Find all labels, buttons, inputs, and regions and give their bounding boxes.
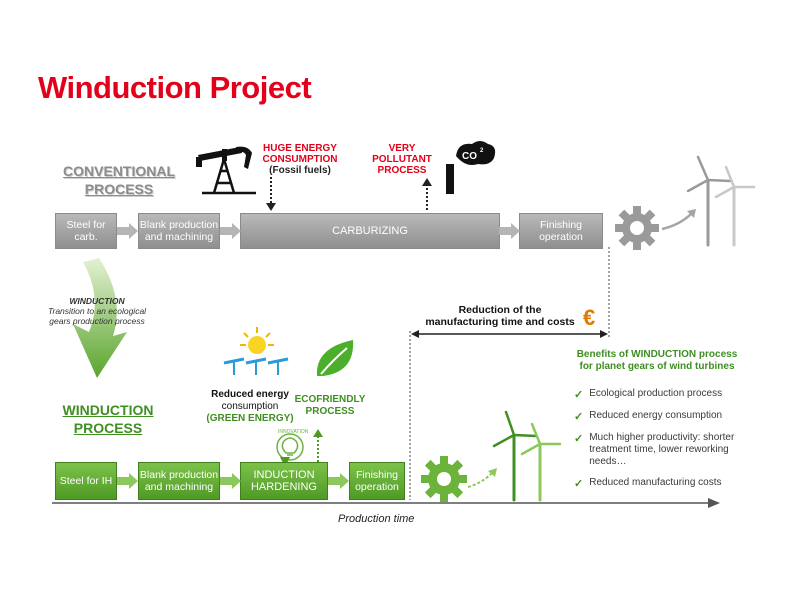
conv-step-finishing: Finishing operation: [519, 213, 603, 249]
wind-step-steel: Steel for IH: [55, 462, 117, 500]
axis-label: Production time: [338, 513, 415, 525]
green-wind-turbines-icon: [492, 410, 562, 502]
innovation-label: INNOVATION: [278, 429, 309, 435]
eco-line1: ECOFRIENDLY: [294, 394, 366, 405]
innovation-bulb-icon: INNOVATION: [276, 429, 309, 461]
conventional-process-label: CONVENTIONAL PROCESS: [58, 162, 180, 198]
check-icon: ✓: [574, 433, 584, 445]
conv-step-carburizing: CARBURIZING: [240, 213, 500, 249]
conventional-label-line1: CONVENTIONAL: [63, 163, 175, 179]
winduction-label-line2: PROCESS: [73, 420, 143, 436]
leaf-icon: [316, 340, 354, 376]
ecofriendly-note: ECOFRIENDLY PROCESS: [290, 394, 370, 418]
energy-arrow: [266, 177, 276, 211]
pollutant-line1: VERY: [388, 143, 416, 154]
benefit-text: Ecological production process: [589, 388, 723, 399]
winduction-label-line1: WINDUCTION: [62, 402, 154, 418]
solar-panel-icon: [223, 327, 289, 375]
pollutant-note: VERY POLLUTANT PROCESS: [366, 143, 438, 176]
co2-label: CO: [462, 151, 477, 162]
transition-arrow-icon: [73, 258, 127, 378]
check-icon: ✓: [574, 411, 584, 423]
benefit-item: ✓ Reduced energy consumption: [574, 410, 744, 423]
energy-note-line2: CONSUMPTION: [262, 154, 338, 165]
pollution-arrow: [422, 178, 432, 210]
conv-arrow-1: [117, 223, 138, 239]
benefits-list: ✓ Ecological production process ✓ Reduce…: [574, 388, 744, 490]
pollutant-line3: PROCESS: [377, 165, 427, 176]
gray-gear-icon: [615, 206, 659, 250]
reduction-guides: [409, 247, 610, 500]
gray-wind-turbines-icon: [686, 155, 756, 247]
reduced-energy-line1: Reduced energy: [211, 389, 289, 400]
green-gear-icon: [421, 456, 467, 502]
conv-arrow-3: [499, 223, 520, 239]
eco-line2: PROCESS: [305, 406, 355, 417]
conv-step-blank: Blank production and machining: [138, 213, 220, 249]
transition-line1: Transition to an ecological: [47, 306, 147, 316]
gray-curved-arrow: [661, 209, 696, 231]
reduction-line1: Reduction of the: [458, 304, 542, 316]
check-icon: ✓: [574, 478, 584, 490]
benefits-title: Benefits of WINDUCTION process for plane…: [562, 349, 752, 373]
conventional-label-line2: PROCESS: [84, 181, 154, 197]
benefits-title-line1: Benefits of WINDUCTION process: [576, 349, 738, 360]
transition-title: WINDUCTION: [69, 296, 125, 306]
green-curved-arrow: [467, 468, 497, 488]
page-title: Winduction Project: [38, 70, 312, 105]
conv-arrow-2: [220, 223, 241, 239]
wind-step-finishing: Finishing operation: [349, 462, 405, 500]
benefit-item: ✓ Reduced manufacturing costs: [574, 477, 744, 490]
benefits-title-line2: for planet gears of wind turbines: [579, 361, 735, 372]
oil-pump-icon: [196, 146, 256, 195]
reduction-note: Reduction of the manufacturing time and …: [425, 304, 575, 328]
svg-text:2: 2: [480, 148, 484, 154]
wind-arrow-3: [328, 473, 349, 489]
wind-arrow-2: [220, 473, 241, 489]
production-time-axis: [52, 498, 720, 508]
euro-icon: €: [583, 305, 596, 330]
reduced-energy-note: Reduced energy consumption (GREEN ENERGY…: [195, 389, 305, 425]
factory-co2-icon: CO 2: [446, 141, 496, 194]
green-up-arrow: [313, 429, 323, 462]
benefit-text: Much higher productivity: shorter treatm…: [589, 432, 735, 467]
wind-arrow-1: [117, 473, 138, 489]
conv-step-steel: Steel for carb.: [55, 213, 117, 249]
pollutant-line2: POLLUTANT: [372, 154, 432, 165]
reduced-energy-line2: consumption: [221, 401, 279, 412]
benefit-text: Reduced manufacturing costs: [589, 477, 722, 488]
huge-energy-note: HUGE ENERGY CONSUMPTION (Fossil fuels): [255, 143, 345, 176]
check-icon: ✓: [574, 389, 584, 401]
benefit-item: ✓ Ecological production process: [574, 388, 744, 401]
benefit-text: Reduced energy consumption: [589, 410, 723, 421]
transition-text: WINDUCTION Transition to an ecological g…: [34, 296, 160, 326]
transition-line2: gears production process: [49, 316, 145, 326]
energy-note-line3: (Fossil fuels): [269, 165, 331, 176]
wind-step-blank: Blank production and machining: [138, 462, 220, 500]
energy-note-line1: HUGE ENERGY: [263, 143, 337, 154]
wind-step-induction: INDUCTION HARDENING: [240, 462, 328, 500]
reduction-line2: manufacturing time and costs: [425, 316, 575, 328]
reduced-energy-line3: (GREEN ENERGY): [206, 413, 294, 424]
winduction-process-label: WINDUCTION PROCESS: [58, 401, 158, 437]
benefit-item: ✓ Much higher productivity: shorter trea…: [574, 432, 744, 468]
